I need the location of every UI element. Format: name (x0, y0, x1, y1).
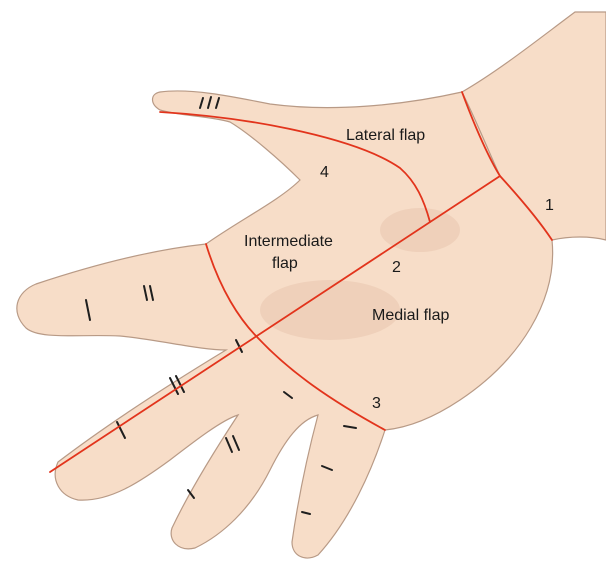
incision-number-4: 4 (320, 164, 329, 181)
hand-silhouette (17, 12, 606, 558)
incision-number-2: 2 (392, 259, 401, 276)
incision-number-1: 1 (545, 197, 554, 214)
intermediate-flap-label-line2: flap (272, 255, 298, 272)
intermediate-flap-label-line1: Intermediate (244, 233, 333, 250)
lateral-flap-label: Lateral flap (346, 127, 425, 144)
incision-number-3: 3 (372, 395, 381, 412)
thenar-shading (380, 208, 460, 252)
medial-flap-label: Medial flap (372, 307, 449, 324)
